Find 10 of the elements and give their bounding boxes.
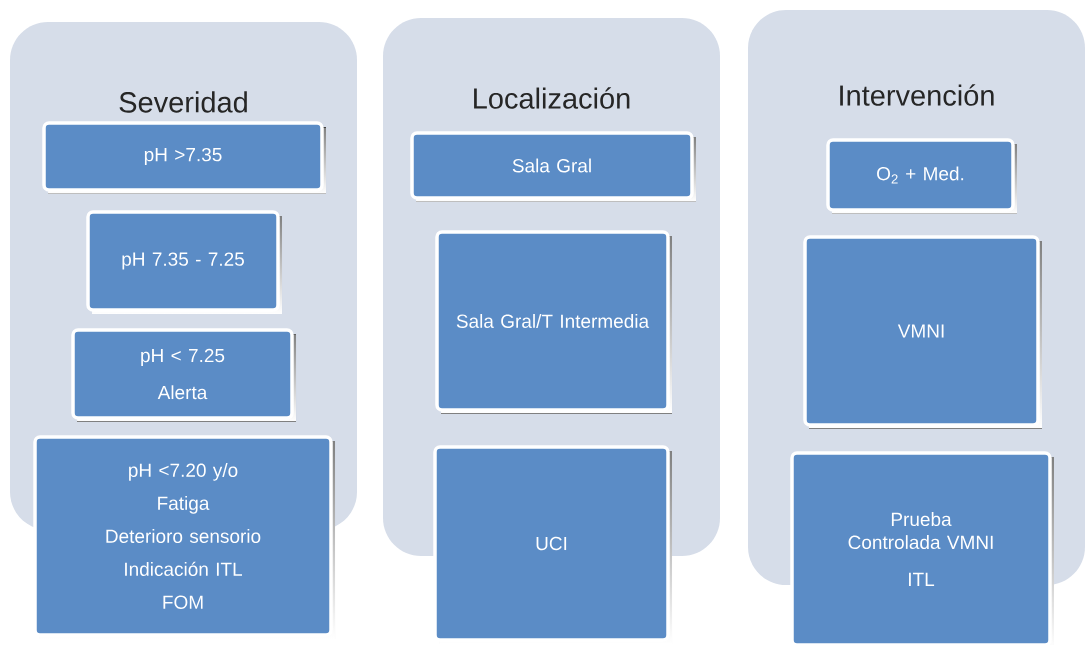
text-box: UCI [433,445,670,642]
text-box: pH >7.35 [42,121,324,192]
text-box: Sala Gral [410,131,694,200]
text-box: pH 7.35 - 7.25 [86,210,280,312]
text-box: pH < 7.25 Alerta [71,328,294,420]
text-box: pH <7.20 y/o Fatiga Deterioro sensorio Indicación ITL FOM [33,435,333,637]
text-box: O$_{2}$ + Med. [826,138,1015,212]
text-box: Sala Gral/T Intermedia [435,230,670,412]
text-box: VMNI [803,235,1040,427]
text-box: Prueba Controlada VMNI ITL [790,451,1052,645]
